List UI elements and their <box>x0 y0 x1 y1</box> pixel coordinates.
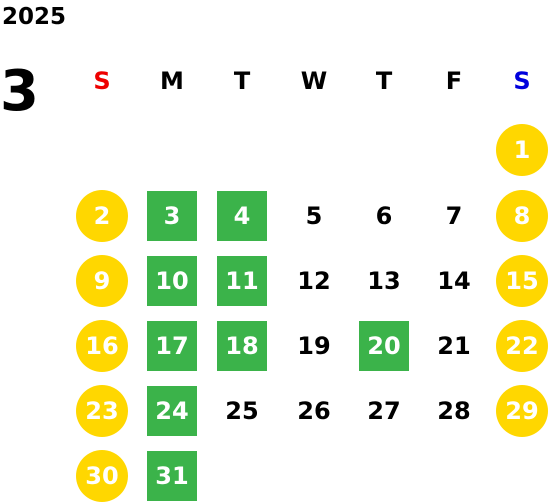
weekday-label-tue: T <box>233 67 251 95</box>
day-cell-22[interactable]: 22 <box>496 320 548 372</box>
day-cell-19[interactable]: 19 <box>297 332 331 360</box>
day-cell-24[interactable]: 24 <box>147 386 197 436</box>
day-cell-3[interactable]: 3 <box>147 191 197 241</box>
day-cell-20[interactable]: 20 <box>359 321 409 371</box>
day-cell-21[interactable]: 21 <box>437 332 471 360</box>
day-cell-8[interactable]: 8 <box>496 190 548 242</box>
day-cell-14[interactable]: 14 <box>437 267 471 295</box>
day-cell-31[interactable]: 31 <box>147 451 197 501</box>
day-cell-17[interactable]: 17 <box>147 321 197 371</box>
year-label: 2025 <box>2 4 67 30</box>
day-cell-16[interactable]: 16 <box>76 320 128 372</box>
day-cell-4[interactable]: 4 <box>217 191 267 241</box>
day-cell-25[interactable]: 25 <box>225 397 259 425</box>
weekday-label-thu: T <box>375 67 393 95</box>
day-cell-15[interactable]: 15 <box>496 255 548 307</box>
day-cell-29[interactable]: 29 <box>496 385 548 437</box>
day-cell-6[interactable]: 6 <box>375 202 393 230</box>
day-cell-30[interactable]: 30 <box>76 450 128 502</box>
day-cell-11[interactable]: 11 <box>217 256 267 306</box>
month-number: 3 <box>0 59 39 124</box>
weekday-label-sun: S <box>93 67 111 95</box>
day-cell-26[interactable]: 26 <box>297 397 331 425</box>
day-cell-9[interactable]: 9 <box>76 255 128 307</box>
weekday-label-fri: F <box>445 67 463 95</box>
day-cell-1[interactable]: 1 <box>496 124 548 176</box>
day-cell-27[interactable]: 27 <box>367 397 401 425</box>
day-cell-18[interactable]: 18 <box>217 321 267 371</box>
day-cell-2[interactable]: 2 <box>76 190 128 242</box>
weekday-label-mon: M <box>160 67 184 95</box>
day-cell-28[interactable]: 28 <box>437 397 471 425</box>
day-cell-5[interactable]: 5 <box>305 202 323 230</box>
day-cell-12[interactable]: 12 <box>297 267 331 295</box>
day-cell-13[interactable]: 13 <box>367 267 401 295</box>
day-cell-23[interactable]: 23 <box>76 385 128 437</box>
day-cell-7[interactable]: 7 <box>445 202 463 230</box>
weekday-label-wed: W <box>300 67 328 95</box>
weekday-label-sat: S <box>513 67 531 95</box>
day-cell-10[interactable]: 10 <box>147 256 197 306</box>
